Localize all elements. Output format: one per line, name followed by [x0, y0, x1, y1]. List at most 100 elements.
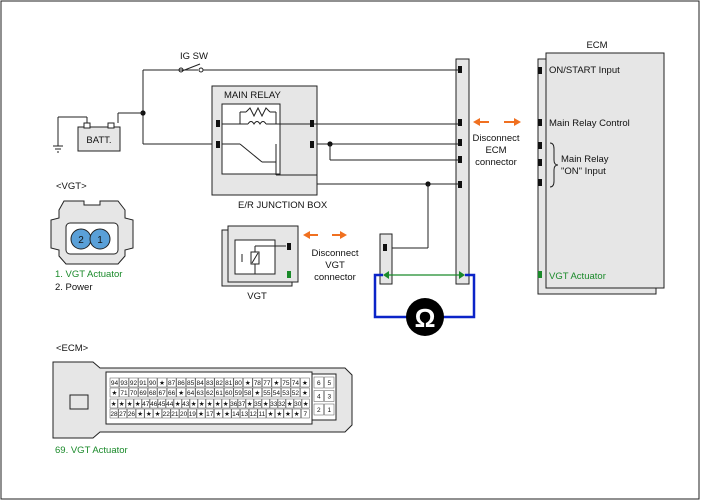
ecm-pin-cell	[161, 408, 171, 419]
ecm-pin-label: 67	[158, 390, 166, 397]
ecm-pin-label: ★	[223, 400, 229, 408]
ecm-pin-label: ★	[294, 410, 300, 418]
ecm-pin-label: 59	[235, 390, 243, 397]
vgt-label: VGT	[247, 291, 267, 302]
ecm-pin-cell	[214, 408, 223, 419]
ecm-pin-label: ★	[112, 389, 118, 397]
ecm-pin-cell	[233, 377, 243, 388]
ecm-pin-on-start	[538, 67, 542, 74]
ecm-pin-label: 21	[171, 411, 179, 418]
ecm-pin-cell	[300, 387, 310, 398]
ecm-pin-label: 54	[273, 390, 281, 397]
ecm-connector-legend: 69. VGT Actuator	[55, 445, 128, 456]
ecm-pin-cell	[138, 387, 148, 398]
ecm-pin-cell	[277, 398, 286, 409]
ecm-pin-label: 44	[166, 401, 174, 408]
ecm-pin-cell	[214, 387, 224, 398]
ecm-pin-cell	[301, 398, 310, 409]
ecm-pin-label: ★	[254, 389, 260, 397]
ecm-pin-label: ★	[303, 400, 309, 408]
vgt-connector-title: <VGT>	[56, 181, 87, 192]
meter-lead-right	[443, 273, 476, 319]
ecm-pin-label: 91	[139, 380, 147, 387]
ecm-pin-label: 90	[149, 380, 157, 387]
ecm-pin-label: ★	[178, 389, 184, 397]
ecm-main-relay-control-label: Main Relay Control	[549, 118, 630, 129]
vgt-connector-pin-1	[89, 228, 111, 250]
ecm-pin-label: 26	[128, 411, 136, 418]
ecm-pin-label: 47	[142, 401, 150, 408]
ecm-pin-cell	[188, 408, 197, 419]
ecm-pin-cell	[237, 398, 246, 409]
ecm-pin-cell	[290, 377, 301, 388]
ecm-pin-label: 19	[189, 411, 197, 418]
ecm-pin-relay-control	[538, 119, 542, 126]
ecm-pin-label: ★	[198, 410, 204, 418]
harness-pin-2	[458, 119, 462, 126]
ecm-pin-label: 12	[250, 411, 258, 418]
ecm-pin-cell	[293, 398, 302, 409]
disconnect-ecm-arrowhead-right	[514, 118, 521, 126]
ecm-pin-label: 69	[139, 390, 147, 397]
ecm-pin-cell	[281, 377, 291, 388]
ecm-pin-cell	[138, 377, 148, 388]
ecm-connector-title: <ECM>	[56, 343, 89, 354]
jb-pin-3	[310, 120, 314, 127]
ecm-pin-label: ★	[146, 410, 152, 418]
jb-pin-4	[310, 141, 314, 148]
ecm-pin-cell	[119, 387, 129, 398]
ecm-pin-cell	[197, 398, 206, 409]
ecm-pin-cell	[144, 408, 154, 419]
ecm-pin-cell	[195, 377, 205, 388]
ecm-pin-label: 28	[110, 411, 118, 418]
ecm-pin-label: 35	[254, 401, 262, 408]
ecm-pin-cell	[274, 408, 284, 419]
battery-box	[77, 126, 121, 152]
ecm-pin-cell	[166, 387, 177, 398]
ecm-aux-pin-cell	[324, 390, 335, 402]
ecm-pin-label: 70	[130, 390, 138, 397]
ecm-pin-cell	[127, 408, 136, 419]
ecm-pin-cell	[281, 387, 291, 398]
ecm-pin-cell	[213, 398, 222, 409]
ecm-pin-cell	[233, 387, 243, 398]
ecm-pin-cell	[181, 398, 190, 409]
ecm-pin-cell	[271, 377, 282, 388]
ecm-pin-cell	[118, 408, 128, 419]
ecm-pin-cell	[204, 377, 215, 388]
main-relay-box	[221, 103, 281, 175]
ecm-pin-label: 84	[197, 380, 205, 387]
ecm-pin-cell	[109, 377, 120, 388]
ecm-pin-cell	[128, 387, 139, 398]
vgt-pin-power	[287, 243, 291, 250]
ecm-pin-cell	[166, 377, 177, 388]
ecm-pin-cell	[109, 398, 118, 409]
ecm-pin-relay-on-3	[538, 179, 542, 186]
disconnect-ecm-arrowhead-left	[473, 118, 480, 126]
ecm-pin-cell	[176, 377, 186, 388]
ecm-pin-label: 32	[278, 401, 286, 408]
ecm-pin-cell	[149, 398, 158, 409]
ecm-pin-label: 78	[254, 380, 262, 387]
ecm-on-start-input-label: ON/START Input	[549, 65, 620, 76]
vgt-connector-pin-2-label: 2	[78, 235, 84, 246]
ecm-pin-label: ★	[273, 379, 279, 387]
ig-sw-label: IG SW	[180, 51, 208, 62]
ecm-pin-label: ★	[137, 410, 143, 418]
ecm-pin-cell	[271, 387, 282, 398]
ecm-pin-label: 85	[187, 380, 195, 387]
ecm-aux-pin-cell	[313, 376, 324, 389]
ecm-pin-cell	[231, 408, 241, 419]
ecm-pin-label: 27	[119, 411, 127, 418]
ecm-pin-cell	[224, 377, 234, 388]
ecm-pin-cell	[195, 387, 205, 398]
vgt-connector-legend-2: 2. Power	[55, 282, 93, 293]
ecm-pin-label: ★	[135, 400, 141, 408]
ecm-pin-cell	[185, 377, 196, 388]
ecm-pin-cell	[157, 387, 167, 398]
ecm-pin-cell	[109, 408, 119, 419]
meter-lead-left	[373, 273, 407, 319]
ecm-pin-cell	[205, 398, 214, 409]
vgt-connector-legend-1: 1. VGT Actuator	[55, 269, 122, 280]
